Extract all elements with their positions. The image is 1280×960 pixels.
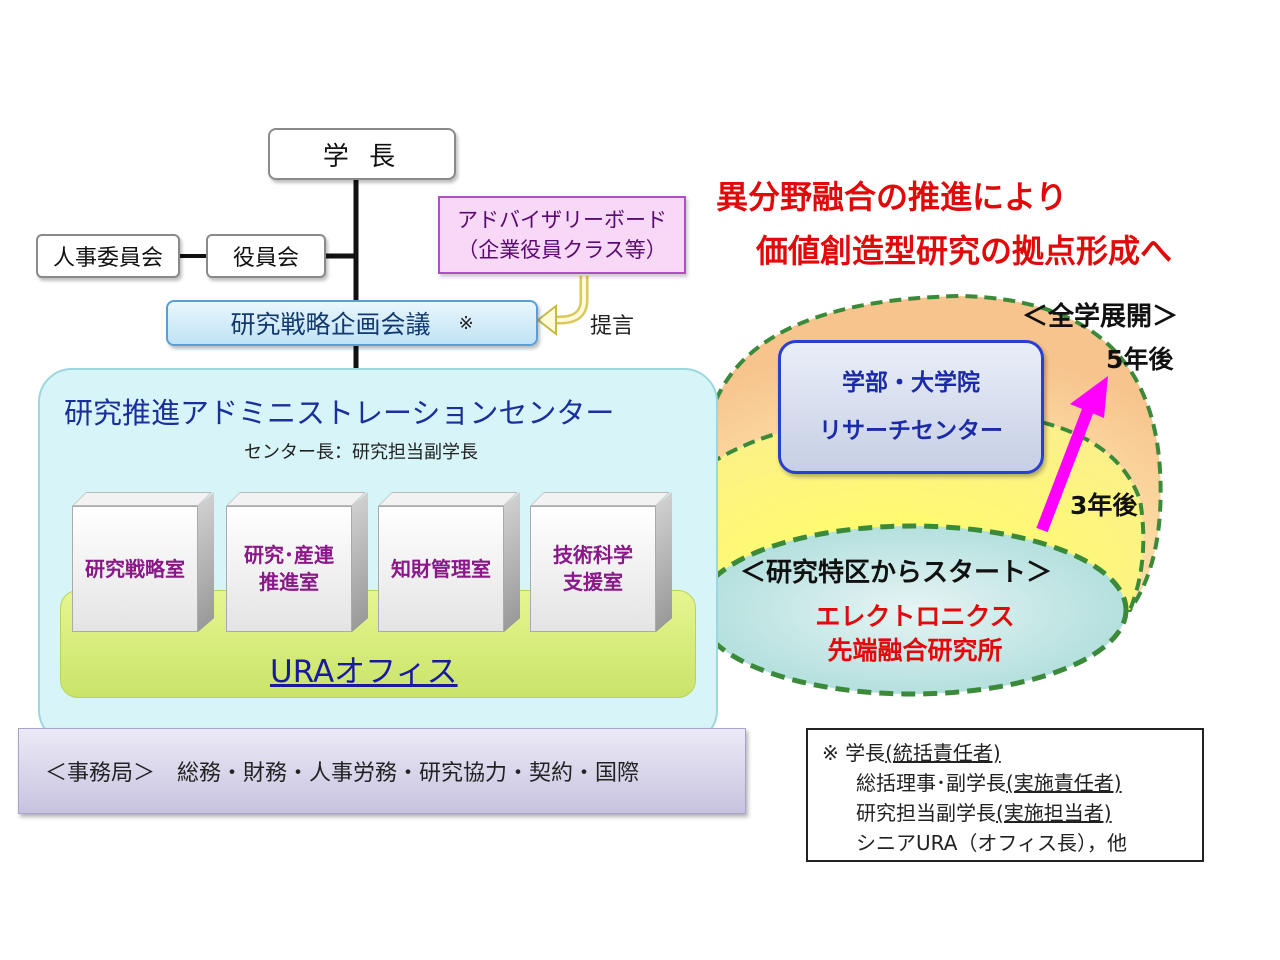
note-r3a: 研究担当副学長 xyxy=(856,801,996,825)
office-label: 研究戦略室 xyxy=(72,506,198,632)
president-label: 学 長 xyxy=(322,141,402,172)
growth-arrow-head xyxy=(1070,376,1108,418)
president-box: 学 長 xyxy=(268,128,456,180)
admin-office-bar: ＜事務局＞ 総務・財務・人事労務・研究協力・契約・国際 xyxy=(18,728,746,814)
office-cube: 知財管理室 xyxy=(378,492,520,632)
hr-committee-box: 人事委員会 xyxy=(36,234,180,278)
electronics-institute: エレクトロニクス 先端融合研究所 xyxy=(780,600,1050,668)
strategy-council-box: 研究戦略企画会議 ※ xyxy=(166,300,538,346)
note-r1b: (統括責任者) xyxy=(885,741,1001,765)
five-years-label: 5年後 xyxy=(1106,345,1174,374)
officers-box: 役員会 xyxy=(206,234,326,278)
office-cube: 研究･産連 推進室 xyxy=(226,492,368,632)
advisory-line1: アドバイザリーボード xyxy=(457,208,667,232)
note-box: ※ 学長(統括責任者) 総括理事･副学長(実施責任者) 研究担当副学長(実施担当… xyxy=(806,728,1204,862)
strategy-council-label: 研究戦略企画会議 xyxy=(230,310,431,339)
center-title: 研究推進アドミニストレーションセンター xyxy=(64,396,615,430)
growth-arrow-shaft xyxy=(1036,407,1094,533)
elec-line2: 先端融合研究所 xyxy=(827,636,1003,665)
hr-committee-label: 人事委員会 xyxy=(52,246,163,271)
note-r2a: 総括理事･副学長 xyxy=(856,771,1006,795)
officers-label: 役員会 xyxy=(232,246,299,271)
proposal-arrow-head xyxy=(536,303,557,337)
slogan-line1: 異分野融合の推進により xyxy=(716,178,1068,216)
office-label: 研究･産連 推進室 xyxy=(226,506,352,632)
office-cube: 技術科学 支援室 xyxy=(530,492,672,632)
start-label: ＜研究特区からスタート＞ xyxy=(740,558,1053,588)
faculty-line2: リサーチセンター xyxy=(819,418,1003,444)
note-r1a: 学長 xyxy=(845,741,886,765)
note-r2b: (実施責任者) xyxy=(1006,771,1122,795)
office-cube: 研究戦略室 xyxy=(72,492,214,632)
strategy-council-mark: ※ xyxy=(458,312,474,334)
note-r3b: (実施担当者) xyxy=(996,801,1112,825)
office-label: 知財管理室 xyxy=(378,506,504,632)
faculty-line1: 学部・大学院 xyxy=(842,370,980,396)
office-label: 技術科学 支援室 xyxy=(530,506,656,632)
ura-office-label: URAオフィス xyxy=(270,654,458,690)
advisory-board-box: アドバイザリーボード （企業役員クラス等） xyxy=(438,196,686,274)
three-years-label: 3年後 xyxy=(1070,491,1138,520)
note-mark: ※ xyxy=(822,741,839,765)
whole-univ-label: ＜全学展開＞ xyxy=(1022,302,1179,332)
slogan: 異分野融合の推進により 価値創造型研究の拠点形成へ xyxy=(716,170,1172,278)
admin-office-label: ＜事務局＞ 総務・財務・人事労務・研究協力・契約・国際 xyxy=(45,761,640,786)
faculty-research-center-box: 学部・大学院 リサーチセンター xyxy=(778,340,1044,474)
note-r4: シニアURA（オフィス長），他 xyxy=(856,831,1128,855)
advisory-line2: （企業役員クラス等） xyxy=(457,238,667,262)
proposal-label: 提言 xyxy=(590,314,635,339)
center-head: センター長：研究担当副学長 xyxy=(244,442,478,463)
slogan-line2: 価値創造型研究の拠点形成へ xyxy=(756,232,1173,270)
elec-line1: エレクトロニクス xyxy=(815,602,1015,631)
